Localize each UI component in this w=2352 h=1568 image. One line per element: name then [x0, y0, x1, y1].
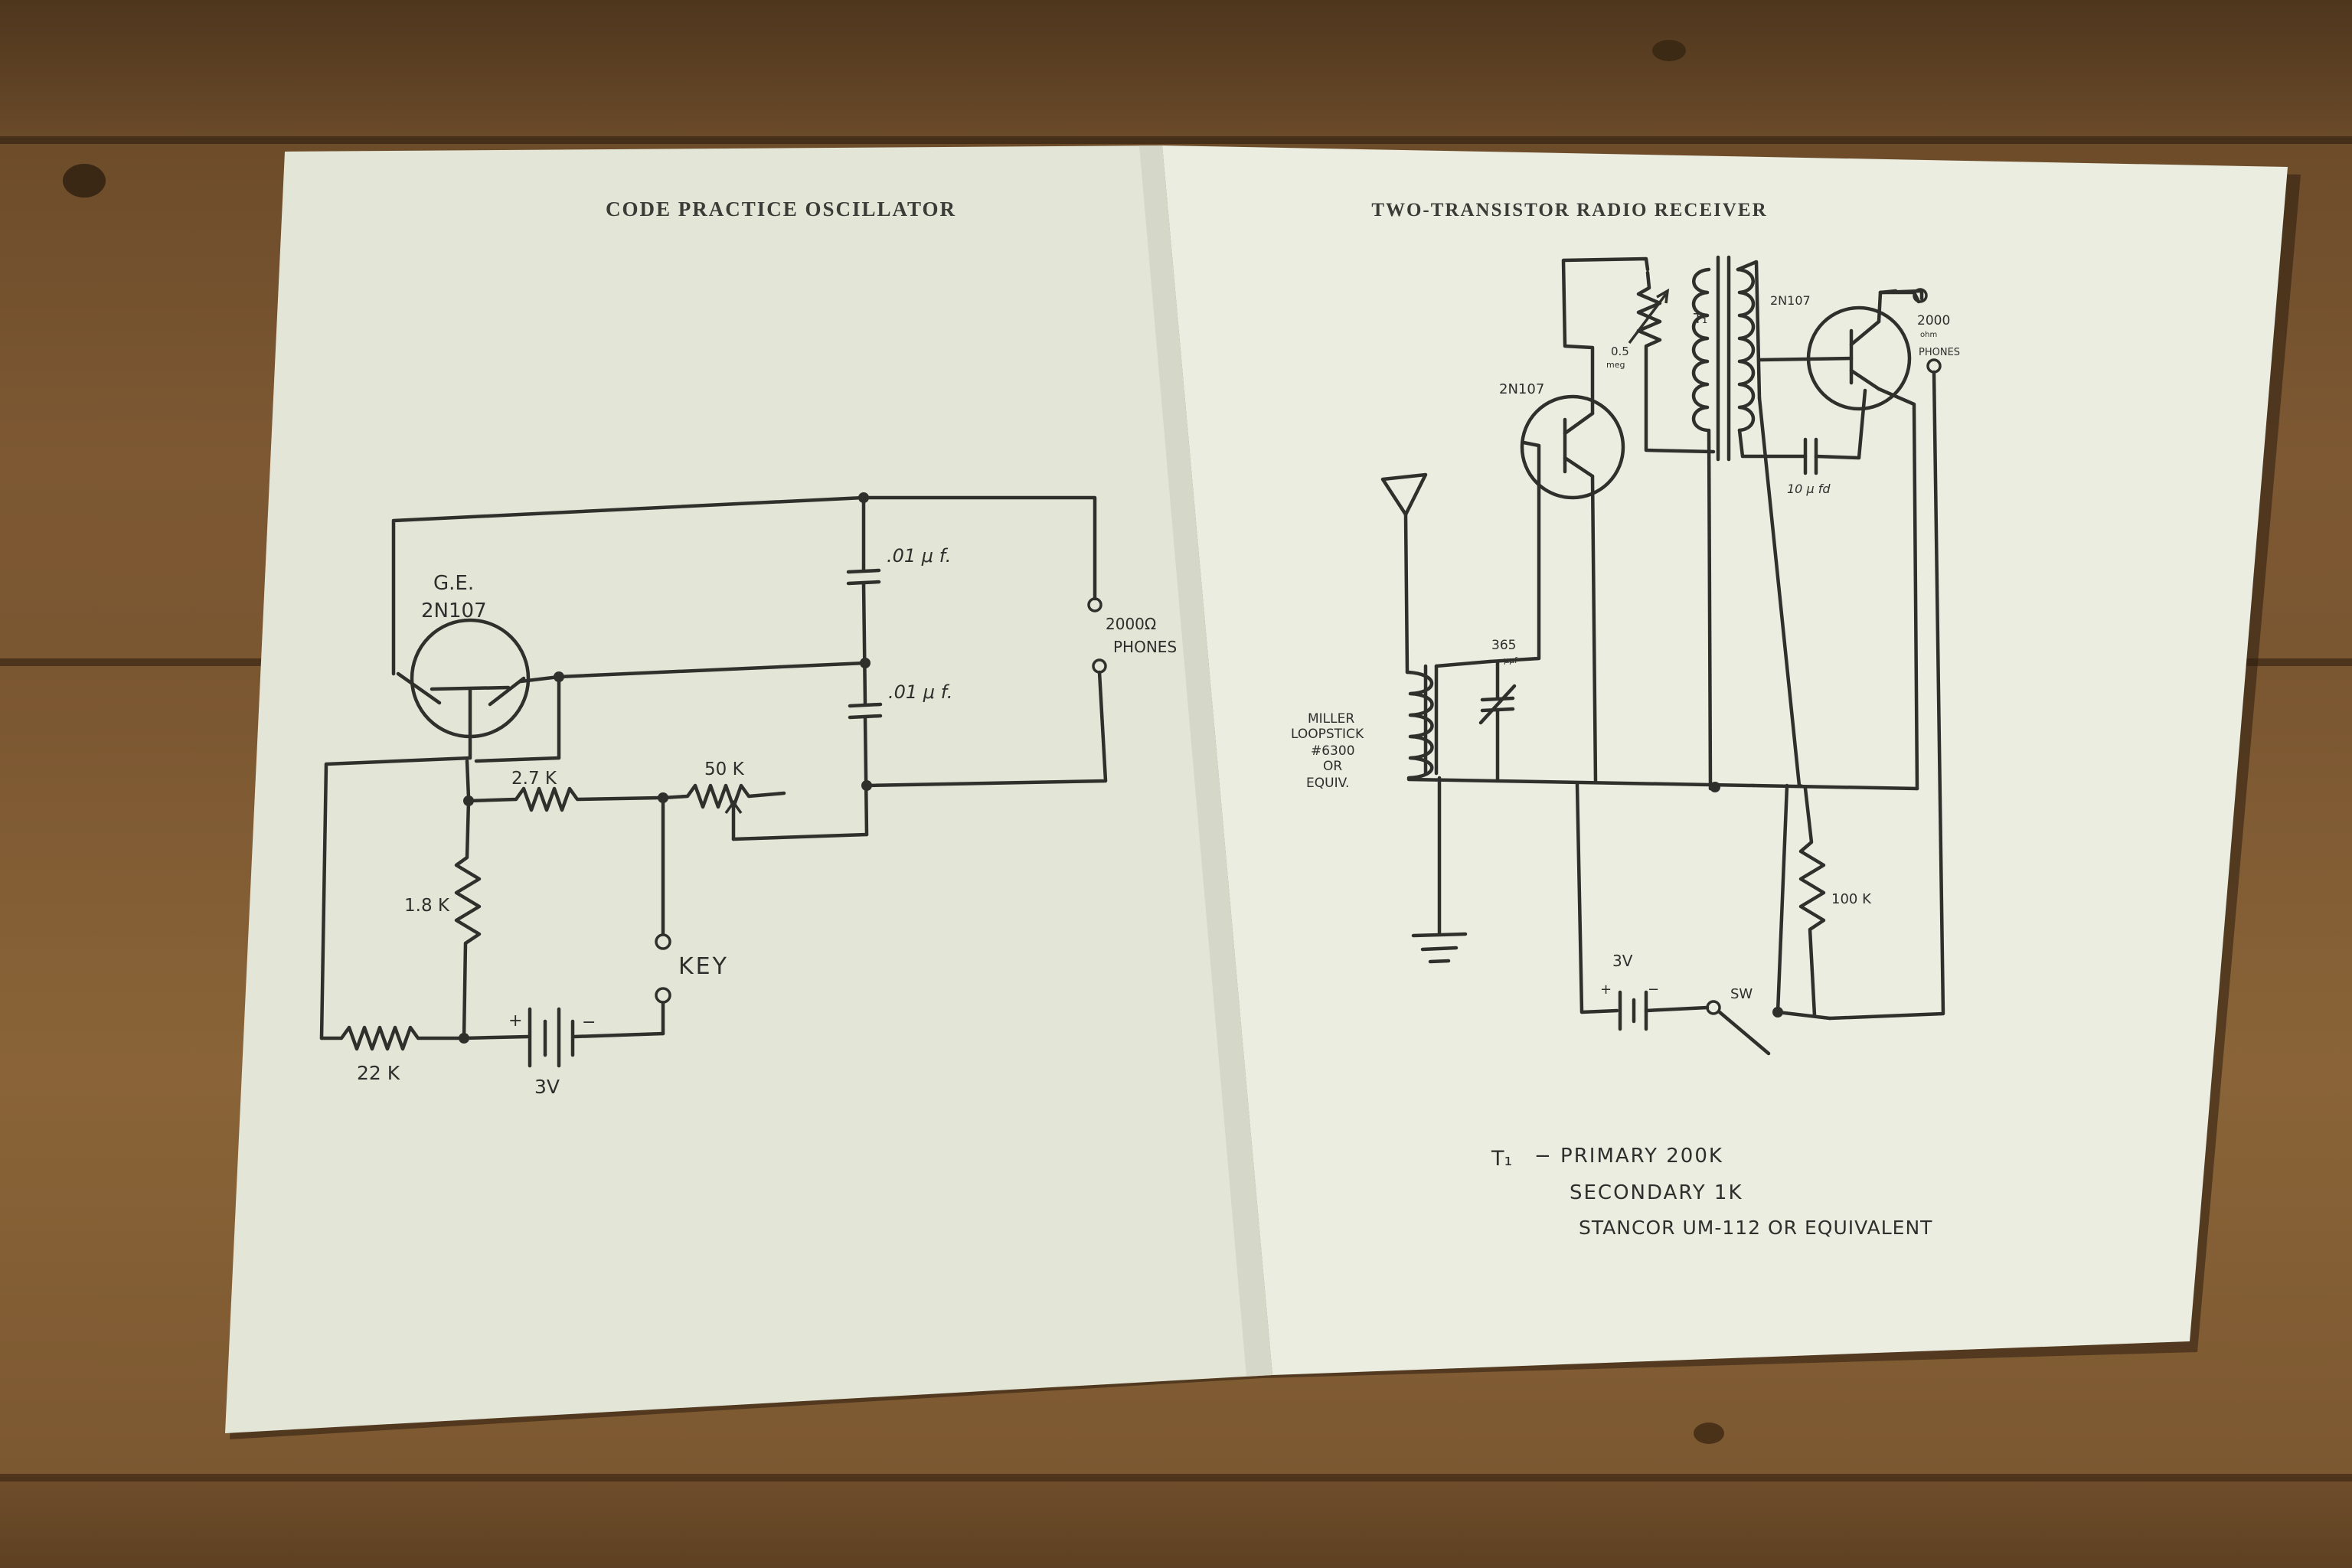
cap-365-label: 365 [1491, 638, 1516, 653]
r-2-7k-label: 2.7 K [511, 769, 557, 789]
q1-transistor [1520, 394, 1625, 500]
receiver-labels: T₁ T₁ 2N107 2N107 0.5 meg 10 μ fd 2000 o… [1291, 293, 1960, 1002]
key-label: KEY [678, 953, 729, 980]
switch-lever [1717, 1010, 1771, 1056]
battery-minus-label: − [1648, 982, 1659, 998]
cap1-plate [846, 568, 881, 574]
antenna-symbol [1380, 472, 1428, 517]
battery-plus-label: + [508, 1011, 522, 1031]
note-secondary: SECONDARY 1K [1570, 1181, 1743, 1204]
transformer-primary [1691, 267, 1711, 433]
battery-label: 3V [1612, 952, 1633, 970]
key-terminal-top [655, 933, 671, 950]
phones-label: PHONES [1919, 347, 1960, 358]
r-100k-label: 100 K [1831, 891, 1872, 907]
cap-365-unit-label: μμf [1504, 655, 1518, 665]
battery-minus-label: − [582, 1013, 596, 1032]
cap1-label: .01 μ f. [887, 545, 951, 567]
loopstick-label-3: #6300 [1311, 743, 1355, 759]
transformer-notes: T₁ − PRIMARY 200K SECONDARY 1K STANCOR U… [1491, 1145, 1932, 1239]
cap2-label: .01 μ f. [888, 681, 952, 703]
phones-label: PHONES [1113, 638, 1177, 656]
right-page-title: TWO-TRANSISTOR RADIO RECEIVER [1371, 200, 1767, 220]
transistor-make-label: G.E. [433, 572, 474, 595]
phones-ohms-label: 2000 [1917, 313, 1950, 328]
plank-seam [0, 1474, 2352, 1481]
phones-unit-label: ohm [1920, 331, 1937, 339]
loopstick-label-4: OR [1323, 759, 1342, 774]
phones-terminal-top [1913, 288, 1928, 303]
q1-label: 2N107 [1499, 381, 1544, 397]
table-plank-bottom [0, 1481, 2352, 1568]
battery-plus-label: + [1600, 982, 1612, 998]
pot-unit-label: meg [1606, 360, 1625, 370]
r-1-8k-label: 1.8 K [404, 896, 450, 916]
r-22k-label: 22 K [357, 1062, 400, 1084]
pot-value-label: 0.5 [1611, 345, 1629, 358]
switch-label: SW [1730, 986, 1753, 1002]
note-t1-prefix: T₁ [1491, 1147, 1512, 1171]
t1-label: T₁ [1693, 311, 1707, 327]
battery-label: 3V [534, 1076, 560, 1098]
transistor-model-label: 2N107 [421, 599, 487, 622]
transformer-secondary [1736, 267, 1756, 433]
oscillator-labels: G.E. 2N107 .01 μ f. .01 μ f. 2000Ω PHONE… [357, 545, 1177, 1098]
right-page [1162, 145, 2288, 1375]
cap-10-label: 10 μ fd [1787, 482, 1831, 496]
q2-label: 2N107 [1770, 293, 1811, 308]
phones-terminal-top [1087, 597, 1102, 612]
left-page-title: CODE PRACTICE OSCILLATOR [606, 198, 956, 220]
pot-50k-label: 50 K [704, 760, 745, 779]
left-page [225, 145, 1272, 1433]
wood-knot [63, 164, 106, 198]
wood-knot [1694, 1423, 1724, 1444]
plank-seam [0, 136, 2352, 144]
loopstick-label-5: EQUIV. [1306, 776, 1349, 791]
receiver-schematic [1380, 255, 1945, 1056]
note-stancor: STANCOR UM-112 OR EQUIVALENT [1579, 1217, 1932, 1239]
loopstick-coil [1405, 670, 1434, 780]
loopstick-label-2: LOOPSTICK [1291, 727, 1364, 742]
phones-ohms-label: 2000Ω [1106, 615, 1156, 633]
switch-terminal [1706, 1000, 1721, 1015]
wood-knot [1652, 40, 1686, 61]
note-primary: − PRIMARY 200K [1534, 1145, 1723, 1168]
loopstick-label-1: MILLER [1308, 711, 1354, 727]
table-plank-top [0, 0, 2352, 138]
oscillator-schematic [319, 492, 1108, 1068]
